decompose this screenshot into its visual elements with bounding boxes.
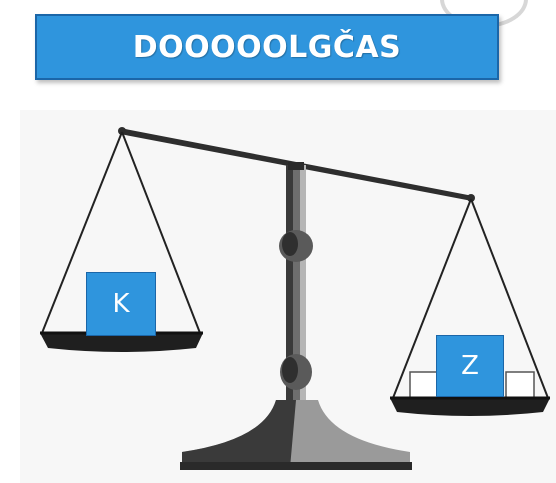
left-string-outer [41, 131, 123, 334]
beam-right-end [467, 194, 475, 202]
scale-base-plate [180, 462, 412, 470]
right-pan-label: Z [436, 335, 504, 397]
right-string-inner [470, 198, 549, 399]
left-pan [40, 333, 203, 352]
right-pan-label-text: Z [461, 351, 479, 381]
pillar-top [288, 162, 304, 170]
pillar-knob-lower-shade [282, 357, 298, 383]
pillar-knob-upper-shade [282, 232, 298, 256]
pillar-shadow [286, 165, 293, 415]
left-pan-label: K [86, 272, 156, 336]
right-weight-right [505, 371, 535, 399]
pillar-highlight [300, 165, 306, 415]
left-string-inner [121, 131, 201, 334]
scale-base-shadow [182, 400, 296, 468]
beam-left-end [118, 127, 126, 135]
right-weight-left [409, 371, 439, 399]
page-title: DOOOOOLGČAS [132, 29, 402, 65]
left-pan-label-text: K [112, 289, 130, 319]
right-string-outer [392, 198, 472, 399]
title-banner: DOOOOOLGČAS [35, 14, 499, 80]
right-pan [390, 398, 550, 416]
